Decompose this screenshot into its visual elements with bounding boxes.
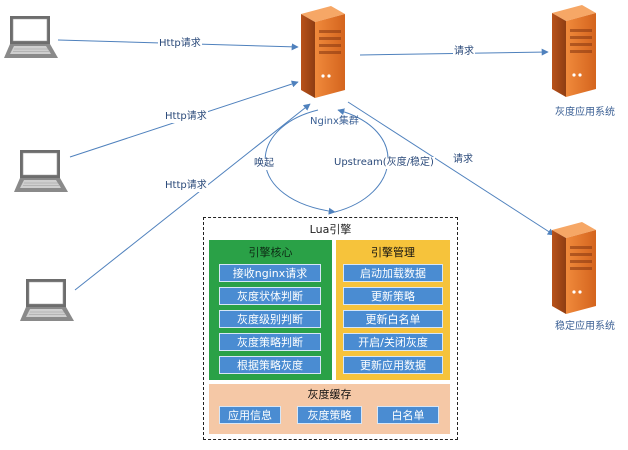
edge-label-gray: 请求 [453, 46, 475, 58]
engine-core-title: 引擎核心 [248, 246, 293, 259]
edge-label-client1: Http请求 [158, 38, 202, 50]
nginx-server-icon [301, 6, 345, 98]
cache-item: 应用信息 [219, 406, 281, 424]
engine-management-title: 引擎管理 [371, 246, 415, 259]
management-item: 更新应用数据 [343, 356, 443, 374]
gray-cache-title: 灰度缓存 [307, 388, 352, 401]
nginx-label: Nginx集群 [310, 116, 359, 127]
edge-nginx-stable [347, 101, 555, 236]
core-item: 灰度状体判断 [219, 287, 321, 305]
engine-management-panel: 引擎管理 启动加载数据 更新策略 更新白名单 开启/关闭灰度 更新应用数据 [336, 240, 450, 380]
cache-item: 灰度策略 [297, 406, 362, 424]
edge-label-wake: 唤起 [253, 158, 275, 170]
client-laptop-icon-1 [3, 15, 59, 59]
edge-client3-nginx [74, 103, 311, 291]
cache-item: 白名单 [377, 406, 439, 424]
stable-system-label: 稳定应用系统 [555, 321, 615, 332]
gray-server-icon [552, 5, 596, 97]
engine-core-panel: 引擎核心 接收nginx请求 灰度状体判断 灰度级别判断 灰度策略判断 根据策略… [209, 240, 332, 380]
gray-cache-panel: 灰度缓存 应用信息 灰度策略 白名单 [209, 384, 450, 434]
client-laptop-icon-2 [13, 149, 69, 193]
management-item: 更新白名单 [343, 310, 443, 328]
core-item: 接收nginx请求 [219, 264, 321, 282]
edge-label-client2: Http请求 [164, 111, 208, 123]
management-item: 更新策略 [343, 287, 443, 305]
client-laptop-icon-3 [19, 278, 75, 322]
management-item: 开启/关闭灰度 [343, 333, 443, 351]
lua-engine-container: Lua引擎 引擎核心 接收nginx请求 灰度状体判断 灰度级别判断 灰度策略判… [203, 217, 458, 440]
core-item: 灰度级别判断 [219, 310, 321, 328]
edge-label-client3: Http请求 [164, 180, 208, 192]
lua-engine-title: Lua引擎 [309, 223, 352, 236]
edge-label-stable: 请求 [452, 154, 474, 166]
core-item: 灰度策略判断 [219, 333, 321, 351]
core-item: 根据策略灰度 [219, 356, 321, 374]
gray-system-label: 灰度应用系统 [555, 107, 615, 118]
edge-label-upstream: Upstream(灰度/稳定) [333, 157, 435, 169]
stable-server-icon [552, 222, 596, 314]
management-item: 启动加载数据 [343, 264, 443, 282]
